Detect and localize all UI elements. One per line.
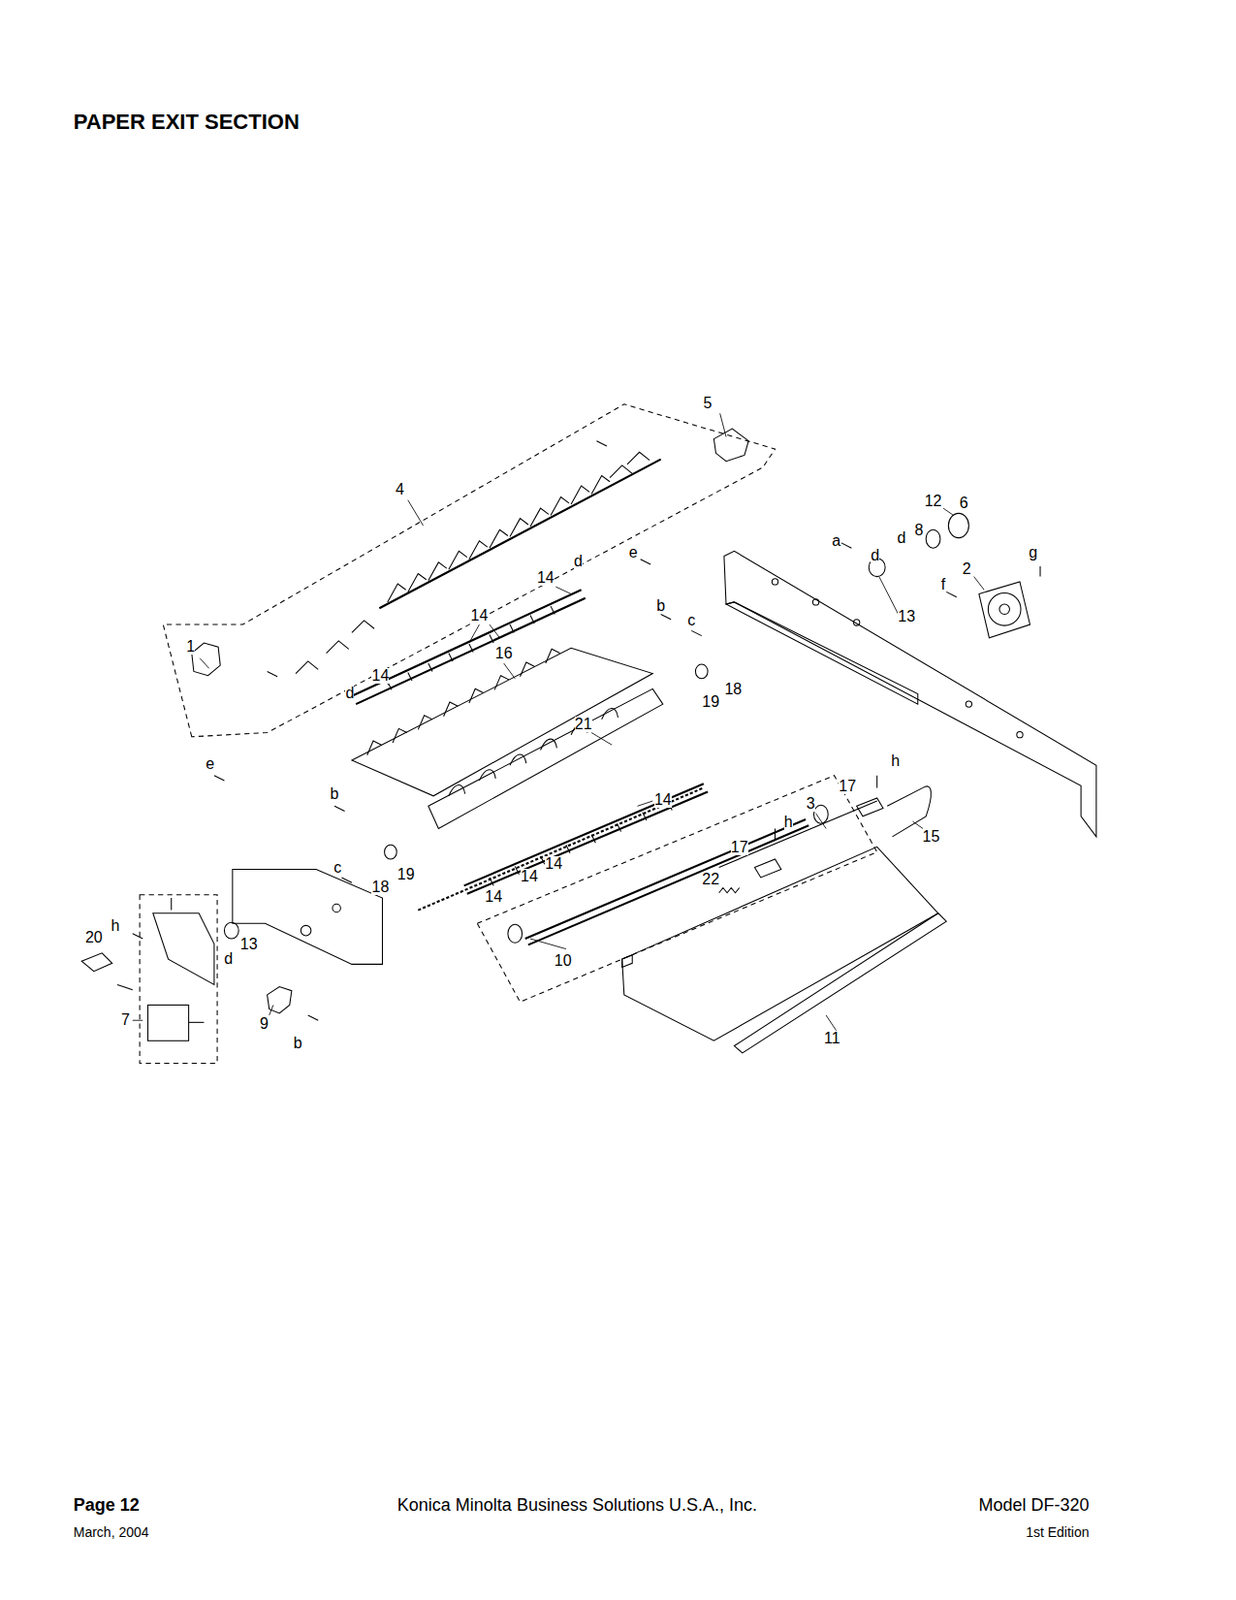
callout-number: 3 bbox=[806, 795, 816, 812]
callout-number: c bbox=[333, 859, 342, 876]
callout-number: 11 bbox=[824, 1030, 841, 1046]
callout-number: 15 bbox=[922, 828, 941, 845]
fan bbox=[979, 581, 1031, 638]
callout-number: h bbox=[784, 814, 793, 830]
callout-number: 4 bbox=[395, 481, 405, 498]
footer-text: Page 12 bbox=[73, 1495, 140, 1514]
callout-number: 14 bbox=[537, 570, 555, 586]
callout-number: 14 bbox=[544, 855, 563, 872]
spring bbox=[719, 887, 740, 892]
callout-number: 21 bbox=[574, 716, 593, 732]
group-outline bbox=[162, 404, 775, 737]
leader-lines bbox=[132, 412, 984, 1030]
callout-number: 14 bbox=[654, 792, 672, 808]
footer-text: Konica Minolta Business Solutions U.S.A.… bbox=[397, 1495, 758, 1514]
callout-number: 17 bbox=[730, 839, 749, 856]
callout-number: d bbox=[870, 547, 880, 564]
footer-text: Model DF-320 bbox=[978, 1495, 1089, 1514]
side-frame bbox=[232, 869, 383, 965]
callout-number: 16 bbox=[495, 645, 513, 662]
callout-number: d bbox=[345, 685, 354, 701]
callout-number: d bbox=[896, 530, 906, 546]
solenoid bbox=[81, 894, 218, 1064]
callout-number: 18 bbox=[724, 681, 742, 698]
callout-number: 13 bbox=[897, 608, 916, 625]
callout-number: 7 bbox=[121, 1012, 130, 1028]
callout-number: 19 bbox=[701, 694, 720, 710]
callout-number: 6 bbox=[959, 495, 969, 511]
callout-number: 14 bbox=[471, 607, 489, 624]
callout-number: a bbox=[831, 533, 841, 549]
finger-roller bbox=[191, 428, 749, 676]
callout-number: 20 bbox=[85, 929, 103, 946]
callout-number: d bbox=[223, 950, 233, 967]
callout-number: 2 bbox=[962, 561, 972, 577]
roller-shaft bbox=[351, 589, 586, 704]
callout-number: 14 bbox=[484, 888, 503, 905]
lever bbox=[267, 986, 292, 1014]
callout-number: e bbox=[205, 756, 215, 772]
callout-number: 10 bbox=[554, 952, 572, 969]
callout-number: 1 bbox=[186, 638, 195, 655]
illustration bbox=[81, 404, 1097, 1064]
callout-number: 5 bbox=[703, 395, 713, 412]
callout-number: h bbox=[890, 753, 900, 769]
callout-number: f bbox=[941, 576, 946, 593]
shaft-assembly bbox=[476, 775, 877, 1003]
callout-number: 14 bbox=[371, 667, 389, 684]
footer-text: March, 2004 bbox=[73, 1524, 150, 1539]
callout-number: h bbox=[110, 918, 120, 934]
callout-number: 17 bbox=[838, 778, 856, 794]
screw bbox=[132, 441, 1041, 1021]
callout-number: 14 bbox=[520, 868, 539, 885]
callout-number: 22 bbox=[701, 871, 720, 888]
callout-number: b bbox=[330, 786, 340, 802]
callout-number: e bbox=[629, 544, 638, 561]
callout-number: b bbox=[293, 1035, 303, 1051]
gear bbox=[223, 512, 969, 939]
callout-number: 19 bbox=[397, 866, 415, 883]
base-tray bbox=[622, 797, 948, 1053]
callout-number: c bbox=[687, 612, 696, 629]
callout-number: 9 bbox=[259, 1015, 269, 1032]
callout-number: b bbox=[656, 598, 666, 614]
guide-plate bbox=[351, 647, 664, 828]
callout-number: d bbox=[573, 553, 583, 570]
callout-number: g bbox=[1028, 544, 1038, 561]
callout-number: 13 bbox=[240, 936, 258, 952]
footer-text: 1st Edition bbox=[1025, 1524, 1089, 1539]
roller-shaft bbox=[417, 783, 708, 910]
page-title: PAPER EXIT SECTION bbox=[73, 111, 300, 133]
callout-number: 12 bbox=[924, 493, 943, 509]
side-frame bbox=[724, 550, 1097, 837]
callout-number: 8 bbox=[914, 522, 923, 539]
callout-number: 18 bbox=[371, 879, 389, 895]
